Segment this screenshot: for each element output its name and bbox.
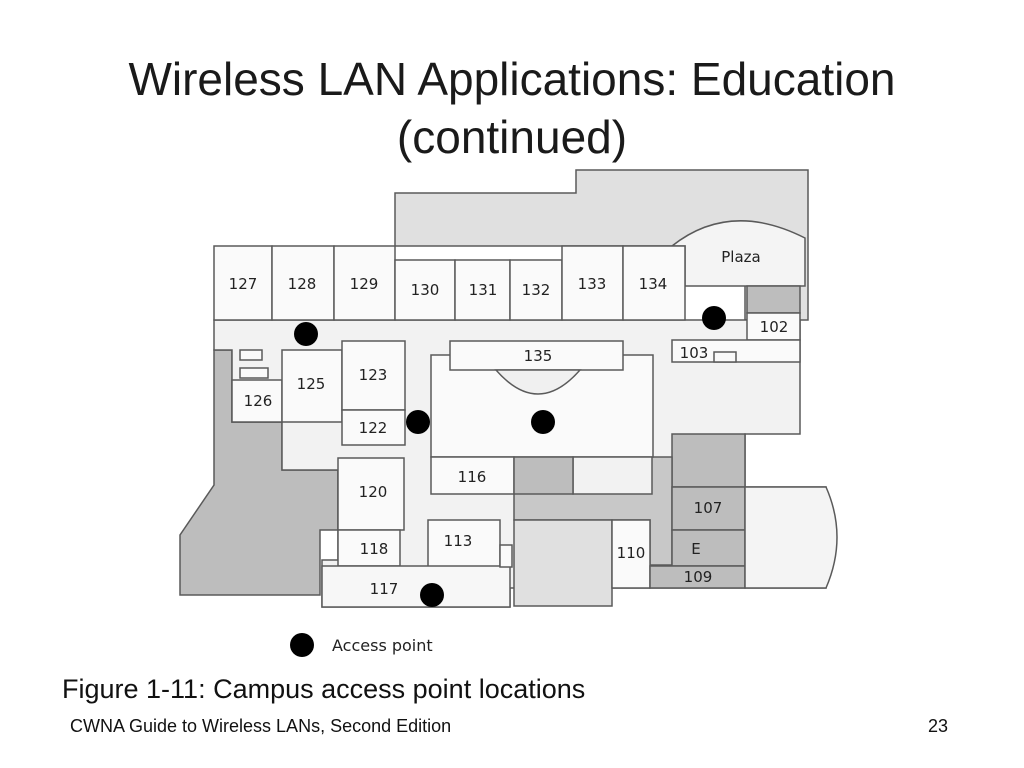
access-point-icon [420,583,444,607]
legend-access-point-icon [290,633,314,657]
room-116-east [572,456,653,495]
room-135 [449,340,624,371]
slide-title: Wireless LAN Applications: Education (co… [0,50,1024,166]
stairs-west-steps [239,367,269,379]
room-label-132: 132 [522,281,551,299]
footer-book-title: CWNA Guide to Wireless LANs, Second Edit… [70,716,452,736]
room-label-107: 107 [694,499,723,517]
room-118 [337,529,401,567]
room-label-130: 130 [411,281,440,299]
room-label-126: 126 [244,392,273,410]
room-123 [341,340,406,411]
access-point-icon [406,410,430,434]
room-label-plaza: Plaza [721,248,760,266]
slide-title-line1: Wireless LAN Applications: Education [128,53,896,105]
room-128 [271,245,335,321]
room-label-109: 109 [684,568,713,586]
legend-label: Access point [332,636,433,655]
room-e [671,529,746,567]
room-label-110: 110 [617,544,646,562]
room-label-125: 125 [297,375,326,393]
room-132 [509,259,563,321]
room-107 [671,486,746,531]
room-label-122: 122 [359,419,388,437]
page-number: 23 [928,716,949,736]
room-label-134: 134 [639,275,668,293]
south-light-area [513,519,613,607]
room-label-103: 103 [680,344,709,362]
room-117 [321,565,511,608]
room-116 [430,456,515,495]
stairs-west [239,349,263,361]
room-125 [281,349,343,423]
room-135-alcove [494,369,582,395]
room-110 [611,519,651,589]
stairs-east [713,351,737,363]
east-shaded [671,433,746,488]
room-label-129: 129 [350,275,379,293]
room-label-116: 116 [458,468,487,486]
room-130 [394,259,456,321]
access-point-icon [531,410,555,434]
stairs-south [499,544,513,568]
room-102 [746,312,801,341]
room-label-128: 128 [288,275,317,293]
room-115 [513,456,574,495]
room-122 [341,409,406,446]
room-label-127: 127 [229,275,258,293]
room-label-117: 117 [370,580,399,598]
east-rotunda [744,486,838,589]
access-point-icon [294,322,318,346]
room-label-e: E [691,540,700,558]
room-label-123: 123 [359,366,388,384]
room-label-113: 113 [444,532,473,550]
slide-title-line2: (continued) [396,111,628,163]
room-120 [337,457,405,531]
access-point-icon [702,306,726,330]
plaza-area [669,220,806,287]
room-102-shaded [746,285,801,314]
figure-caption: Figure 1-11: Campus access point locatio… [62,674,586,704]
room-134 [622,245,686,321]
room-label-135: 135 [524,347,553,365]
room-label-131: 131 [469,281,498,299]
room-label-118: 118 [360,540,389,558]
room-126 [231,379,283,423]
room-label-133: 133 [578,275,607,293]
room-label-120: 120 [359,483,388,501]
room-label-102: 102 [760,318,789,336]
